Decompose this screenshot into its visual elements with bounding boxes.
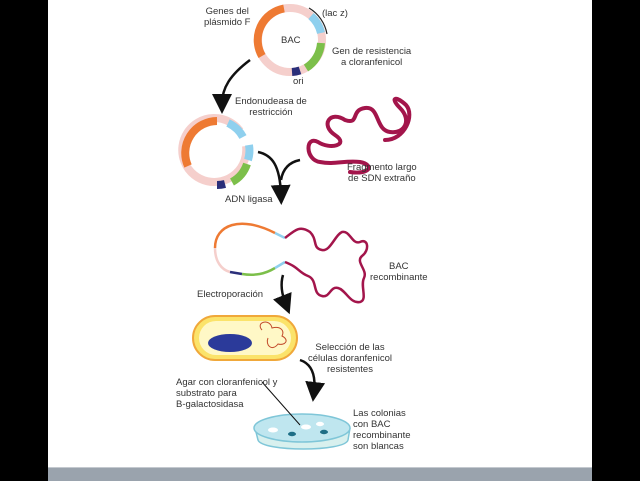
chromosome xyxy=(208,334,252,352)
label-selection: Selección de las células doranfenicol re… xyxy=(308,342,392,375)
arrow-electroporation xyxy=(273,274,292,315)
arrow-ligase xyxy=(257,150,291,205)
label-recombinant: BAC recombinante xyxy=(370,261,428,283)
blue-colony xyxy=(288,431,296,437)
blue-colony xyxy=(320,429,328,435)
label-ligase: ADN ligasa xyxy=(225,194,273,205)
bottom-bar xyxy=(48,467,592,481)
label-electroporation: Electroporación xyxy=(197,289,264,300)
label-lacz: (lac z) xyxy=(322,8,348,19)
label-endonuclease: Endonudeasa de restricción xyxy=(235,96,307,118)
bacterial-cell xyxy=(192,315,298,361)
diagram-canvas xyxy=(48,0,592,467)
f-genes-segment xyxy=(253,4,285,58)
white-colony xyxy=(316,421,324,427)
bac-plasmid xyxy=(253,4,328,76)
label-ori: ori xyxy=(293,76,304,87)
arrow-endonuclease xyxy=(212,59,251,114)
arrow-selection xyxy=(299,358,326,402)
lacz-bracket xyxy=(308,7,328,35)
white-colony xyxy=(301,424,311,430)
recombinant-bac xyxy=(213,222,369,304)
label-bac: BAC xyxy=(281,35,301,46)
white-colony xyxy=(268,427,278,433)
label-fragment: Fragmento largo de SDN extraño xyxy=(347,162,417,184)
bac-cloning-diagram xyxy=(178,4,412,450)
ori-segment xyxy=(291,66,302,76)
lacz-segment xyxy=(308,13,325,35)
label-colonies: Las colonias con BAC recombinante son bl… xyxy=(353,408,411,452)
label-cm-gene: Gen de resistencia a cloranfenicol xyxy=(332,46,412,68)
label-genes-f: Genes del plásmido F xyxy=(204,6,251,28)
petri-dish xyxy=(253,381,351,450)
cut-plasmid xyxy=(178,114,254,190)
agar-pointer xyxy=(261,381,301,426)
label-agar: Agar con cloranfenicol y substrato para … xyxy=(176,377,278,410)
cm-resistance-segment xyxy=(303,42,325,72)
foreign-dna-fragment xyxy=(306,96,412,175)
